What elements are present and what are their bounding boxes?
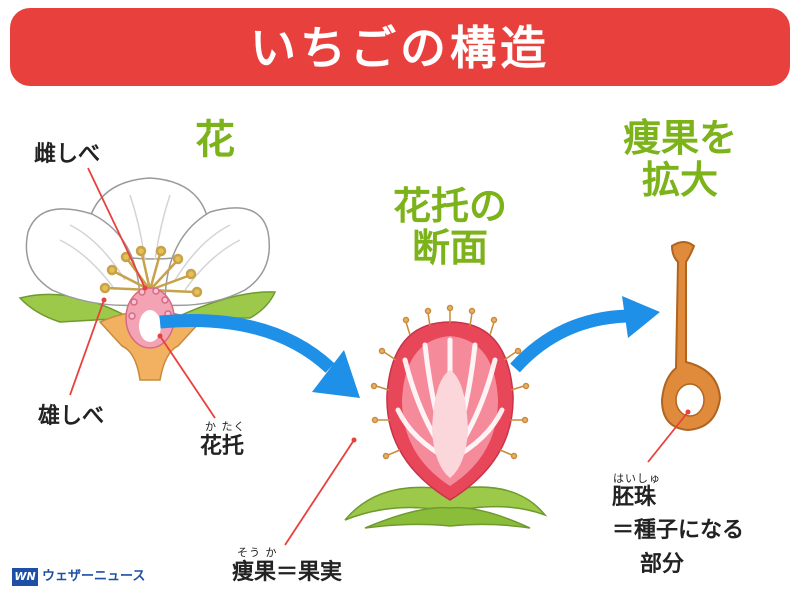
- section-title-achene: 痩果を 拡大: [600, 116, 760, 202]
- section-title-achene-line2: 拡大: [641, 157, 718, 202]
- weathernews-logo-text: ウェザーニュース: [42, 569, 146, 584]
- section-title-receptacle-line2: 断面: [411, 225, 488, 270]
- arrow-flower-to-section: [159, 313, 360, 398]
- label-ovule: 胚珠: [612, 485, 657, 510]
- label-receptacle: 花托: [200, 434, 245, 459]
- page-title: いちごの構造: [250, 21, 550, 75]
- achene-illustration: [660, 241, 722, 432]
- arrow-section-to-achene: [510, 296, 660, 373]
- ruby-receptacle: か たく: [205, 420, 246, 433]
- label-ovule-note-line2: 部分: [640, 552, 685, 577]
- section-title-receptacle: 花托の 断面: [360, 184, 540, 270]
- label-pistil: 雌しべ: [34, 142, 101, 167]
- section-title-achene-line1: 痩果を: [622, 116, 737, 160]
- header: いちごの構造: [0, 0, 800, 92]
- title-banner: いちごの構造: [10, 8, 790, 86]
- label-ovule-note-line1: ＝種子になる: [612, 518, 745, 543]
- ruby-ovule: はいしゅ: [613, 472, 661, 485]
- label-achene-fruit: 痩果＝果実: [232, 560, 343, 585]
- section-title-receptacle-line1: 花托の: [392, 184, 507, 228]
- ruby-achene: そう か: [237, 546, 278, 559]
- label-stamen: 雄しべ: [38, 404, 105, 429]
- strawberry-section-illustration: [344, 304, 548, 529]
- leader-lines: [69, 167, 689, 546]
- section-title-flower: 花: [195, 117, 235, 163]
- weathernews-logo-mark: WN: [12, 568, 38, 586]
- flower-illustration: [18, 177, 277, 381]
